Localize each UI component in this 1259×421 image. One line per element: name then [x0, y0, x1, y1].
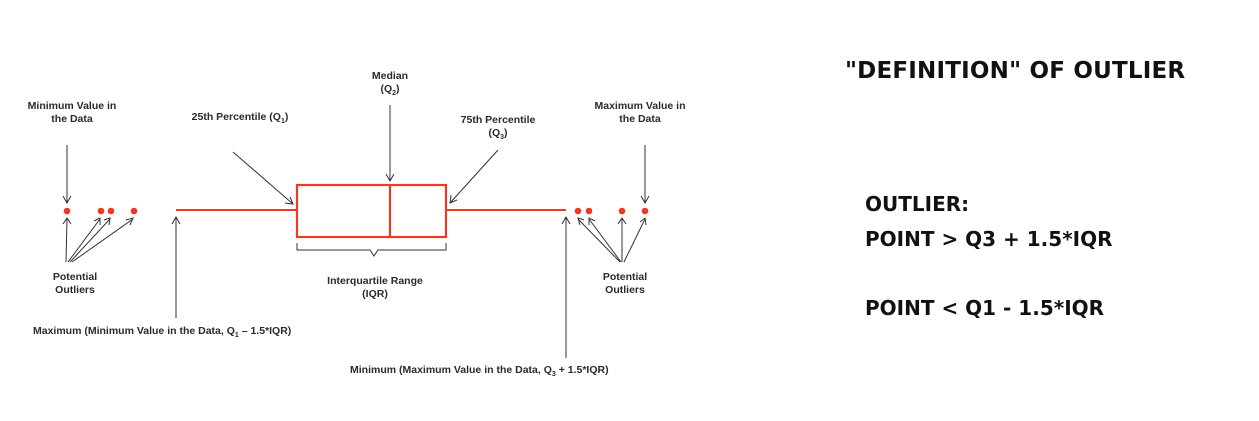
- outlier-dot: [641, 207, 649, 215]
- outlier-dot: [63, 207, 71, 215]
- max-value-label: Maximum Value in the Data: [594, 100, 686, 125]
- potential-outliers-right-label: Potential Outliers: [602, 271, 648, 296]
- panel-title: "DEFINITION" OF OUTLIER: [845, 58, 1186, 84]
- iqr-label: Interquartile Range (IQR): [327, 275, 423, 300]
- upper-whisker-label: Minimum (Maximum Value in the Data, Q3 +…: [350, 364, 609, 379]
- min-value-label: Minimum Value in the Data: [27, 100, 117, 125]
- outlier-dot: [97, 207, 105, 215]
- pointer-arrows: [62, 105, 650, 358]
- outlier-dot: [618, 207, 626, 215]
- iqr-box: [295, 183, 448, 239]
- percentile-75-label: 75th Percentile (Q3): [460, 114, 536, 142]
- iqr-bracket: [296, 243, 447, 257]
- outlier-dot: [130, 207, 138, 215]
- potential-outliers-left-label: Potential Outliers: [52, 271, 98, 296]
- percentile-25-label: 25th Percentile (Q1): [191, 111, 289, 126]
- outlier-dot: [574, 207, 582, 215]
- outlier-dot: [585, 207, 593, 215]
- boxplot-diagram: Median (Q2) Minimum Value in the Data 25…: [27, 70, 686, 379]
- definition-panel: "DEFINITION" OF OUTLIER OUTLIER: POINT >…: [790, 0, 1259, 416]
- upper-rule: POINT > Q3 + 1.5*IQR: [865, 227, 1113, 251]
- lower-whisker-label: Maximum (Minimum Value in the Data, Q1 –…: [33, 325, 292, 340]
- outlier-heading: OUTLIER:: [865, 192, 970, 216]
- lower-rule: POINT < Q1 - 1.5*IQR: [865, 296, 1105, 320]
- median-label: Median (Q2): [371, 70, 409, 98]
- boxplot-graphic: [62, 105, 650, 358]
- outlier-dot: [107, 207, 115, 215]
